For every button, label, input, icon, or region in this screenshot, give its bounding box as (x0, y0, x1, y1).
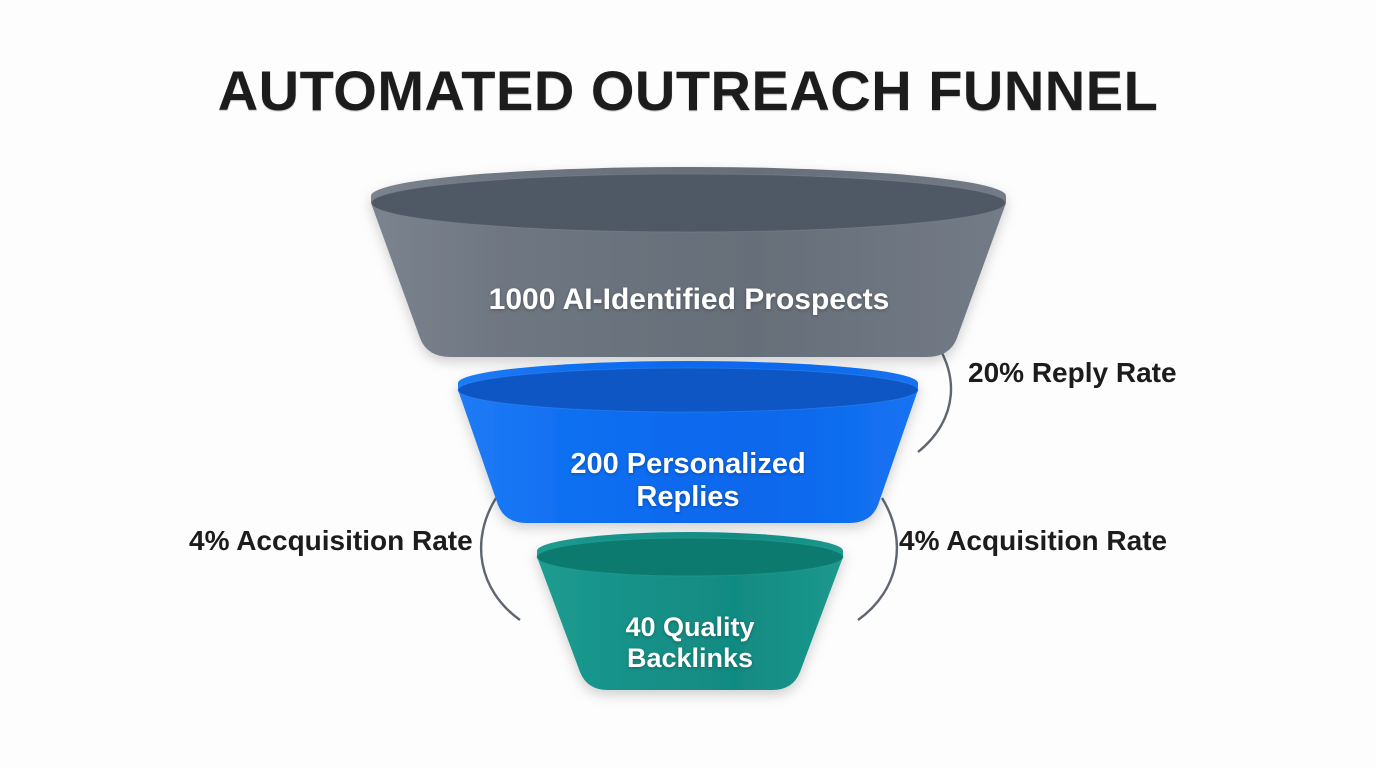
conversion-label-reply-rate: 20% Reply Rate (968, 357, 1177, 388)
funnel-stage-prospects-rim-highlight (371, 173, 1006, 233)
connector-arc-acquisition-right (857, 497, 899, 621)
funnel-stage-backlinks-rim (537, 538, 843, 576)
funnel-stage-backlinks-rim-highlight (536, 537, 844, 577)
page-title: AUTOMATED OUTREACH FUNNEL (217, 59, 1159, 122)
conversion-label-acquisition-left: 4% Accquisition Rate (189, 525, 473, 556)
funnel-stage-prospects[interactable] (371, 166, 1006, 357)
connector-arc-acquisition-left (479, 497, 521, 621)
funnel-stage-backlinks[interactable] (536, 532, 844, 690)
conversion-label-acquisition-right: 4% Acquisition Rate (899, 525, 1168, 556)
funnel-stage-replies-rim (458, 368, 918, 412)
funnel-stage-prospects-rim (371, 174, 1006, 232)
funnel-stage-replies[interactable] (457, 361, 919, 523)
funnel-stage-replies-rim-highlight (457, 367, 919, 413)
